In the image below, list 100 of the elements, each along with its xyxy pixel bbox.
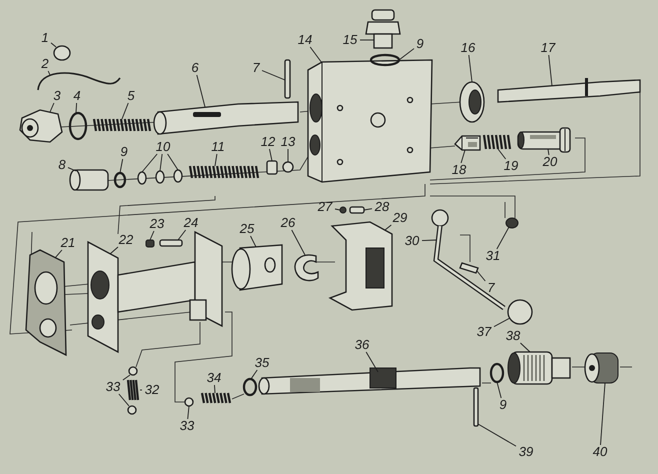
leader-line (478, 424, 516, 447)
ball-drawing (184, 397, 194, 407)
leader-line (496, 226, 510, 250)
rod-drawing (497, 78, 641, 103)
callout-number: 32 (142, 383, 162, 397)
callout-number: 14 (295, 33, 315, 47)
callout-number: 37 (474, 325, 494, 339)
leader-line (178, 230, 186, 240)
callout-number: 1 (39, 31, 51, 45)
leader-line (187, 406, 190, 420)
callout-number: 8 (56, 158, 68, 172)
callout-number: 21 (58, 236, 78, 250)
callout-number: 25 (237, 222, 257, 236)
callout-number: 28 (372, 200, 392, 214)
fitting-drawing (365, 9, 401, 49)
leader-line (262, 70, 286, 80)
leader-line (48, 70, 50, 76)
leader-line (50, 42, 56, 48)
ring-drawing (242, 378, 258, 396)
callout-number: 38 (503, 329, 523, 343)
bracket-drawing (328, 221, 393, 311)
callout-number: 33 (103, 380, 123, 394)
callout-number: 10 (153, 140, 173, 154)
ring-drawing (370, 54, 400, 66)
callout-number: 30 (402, 234, 422, 248)
leader-line (384, 224, 392, 230)
leader-line (122, 102, 129, 120)
nut-drawing (340, 206, 346, 214)
leader-line (548, 54, 552, 86)
leader-line (366, 352, 378, 372)
callout-number: 5 (125, 89, 137, 103)
callout-number: 11 (208, 140, 228, 154)
callout-number: 40 (590, 445, 610, 459)
callout-number: 34 (204, 371, 224, 385)
ball-drawing (128, 366, 138, 376)
wire-drawing (37, 72, 121, 90)
callout-number: 24 (181, 216, 201, 230)
leader-line (398, 48, 414, 60)
callout-number: 20 (540, 155, 560, 169)
leader-line (334, 208, 340, 210)
ball-drawing (127, 405, 137, 415)
callout-number: 17 (538, 41, 558, 55)
leader-line (214, 384, 216, 394)
spring-drawing (200, 392, 232, 404)
leader-line (54, 250, 62, 258)
threaded-bushing-drawing (508, 351, 571, 385)
ball-drawing (282, 161, 294, 173)
callout-number: 2 (39, 57, 51, 71)
lever-drawing (431, 209, 506, 310)
washer-drawing (137, 171, 147, 185)
leader-line (269, 148, 272, 162)
spring-drawing (188, 164, 260, 180)
shaft-drawing (258, 367, 481, 395)
leader-line (600, 382, 606, 446)
spring-drawing (482, 134, 512, 150)
callout-number: 6 (189, 61, 201, 75)
leader-line (422, 240, 438, 242)
housing-drawing (87, 230, 223, 354)
ring-drawing (68, 112, 88, 140)
leader-line (250, 236, 256, 248)
screw-drawing (349, 206, 365, 214)
shaft-drawing (153, 101, 299, 135)
callout-number: 9 (497, 398, 509, 412)
callout-number: 39 (516, 445, 536, 459)
leader-line (548, 148, 550, 156)
washer-drawing (490, 362, 504, 384)
callout-number: 3 (51, 89, 63, 103)
callout-number: 19 (501, 159, 521, 173)
callout-number: 31 (483, 249, 503, 263)
callout-number: 27 (315, 200, 335, 214)
gasket-drawing (25, 249, 67, 356)
callout-number: 35 (252, 356, 272, 370)
spring-drawing (126, 378, 140, 402)
ball-drawing (507, 299, 533, 325)
pin-drawing (473, 387, 479, 427)
leader-line (110, 246, 118, 254)
leader-line (150, 230, 154, 240)
callout-number: 18 (449, 163, 469, 177)
clip-drawing (294, 254, 319, 282)
leader-line (291, 230, 306, 256)
leader-line (160, 154, 163, 172)
leader-line (118, 394, 130, 406)
ring-nut-drawing (459, 81, 485, 123)
callout-number: 9 (118, 145, 130, 159)
leader-line (498, 148, 506, 160)
leader-line (310, 46, 322, 64)
leader-line (76, 102, 78, 114)
leader-line (120, 158, 124, 174)
cone-plug-drawing (454, 135, 481, 151)
callout-number: 23 (147, 217, 167, 231)
washer-drawing (114, 172, 126, 188)
callout-number: 7 (250, 61, 262, 75)
leader-line (468, 54, 472, 82)
leader-line (250, 370, 258, 380)
leader-line (476, 270, 486, 282)
callout-number: 16 (458, 41, 478, 55)
washer-drawing (173, 169, 183, 183)
leader-line (196, 74, 206, 108)
leader-line (460, 150, 466, 164)
leader-line (167, 154, 178, 170)
